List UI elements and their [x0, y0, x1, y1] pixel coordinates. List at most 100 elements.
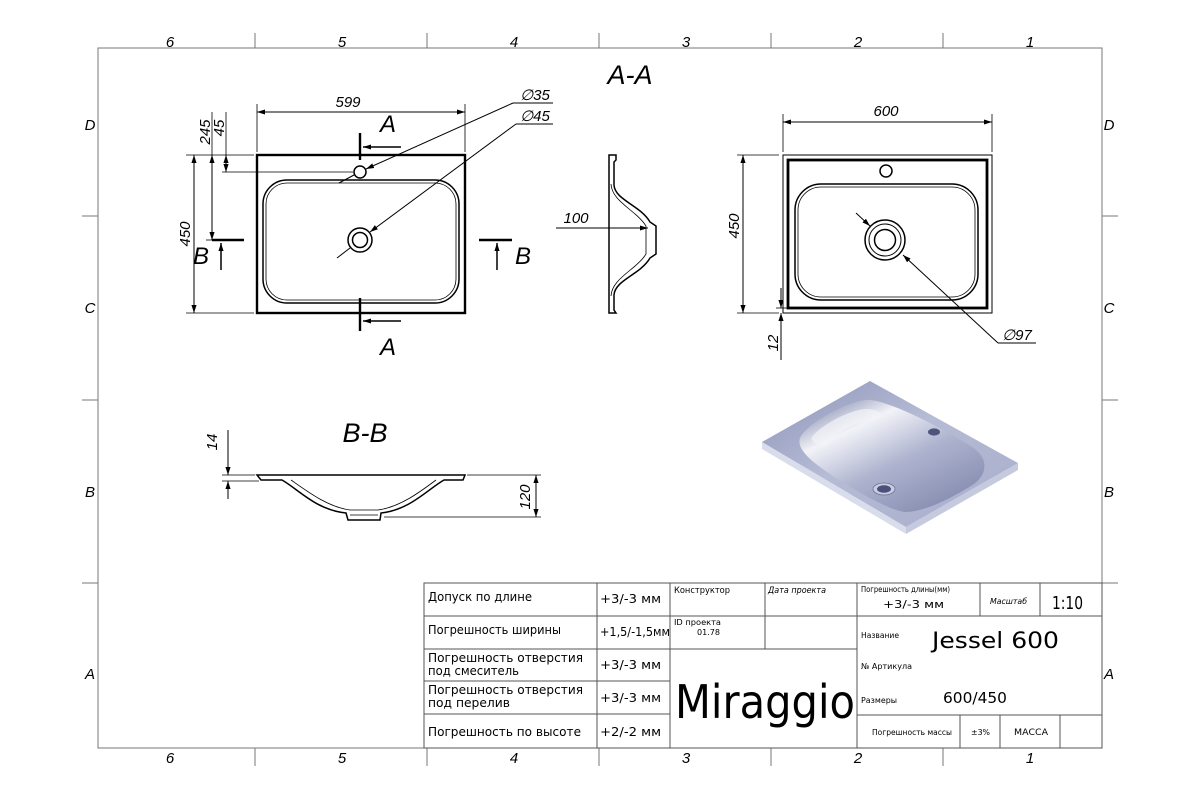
leader-line [336, 247, 351, 259]
column-label: 6 [166, 34, 175, 51]
frame-column-labels-top: 6 5 4 3 2 1 [166, 34, 1034, 51]
dimension-value: ∅35 [520, 87, 550, 104]
dimension-value: 450 [177, 221, 194, 247]
dimension-height: 120 [384, 474, 541, 518]
drain-hole [873, 228, 897, 252]
dimension-value: 599 [335, 94, 361, 111]
drain-inner [351, 231, 369, 249]
plate-outline [255, 153, 467, 315]
row-label: B [85, 484, 95, 501]
column-label: 2 [853, 750, 863, 767]
dimension-value: ∅45 [520, 108, 550, 125]
project-id-label: ID проекта [674, 618, 721, 627]
rim-outline [786, 158, 989, 310]
length-tolerance-label: Погрешность длины(мм) [861, 585, 950, 594]
cut-label-a-bottom: A [378, 334, 396, 361]
dimension-value: 45 [211, 119, 228, 136]
row-label: C [85, 300, 96, 317]
column-label: 6 [166, 750, 175, 767]
render-edge-front [762, 442, 906, 534]
dimension-drain-offset: 245 [197, 112, 215, 241]
name-label: Название [861, 631, 899, 640]
tolerance-label: Погрешность отверстия [428, 683, 583, 697]
tolerance-label: Погрешность отверстия [428, 651, 583, 665]
frame-row-labels-right: D C B A [1103, 117, 1115, 683]
title-block: Допуск по длине +3/-3 мм Погрешность шир… [423, 582, 1103, 749]
frame-row-labels-left: D C B A [84, 117, 96, 683]
dimension-height: 450 [726, 154, 779, 314]
faucet-hole [879, 164, 893, 178]
plan-view-right: 600 450 12 ∅97 [726, 103, 1036, 360]
section-bb-profile [255, 474, 467, 521]
leader-faucet-hole: ∅35 [338, 87, 553, 184]
cut-plane-a: A A [358, 111, 401, 361]
drawing-frame: 6 5 4 3 2 1 6 5 4 3 2 1 D C B A D C B A [82, 33, 1118, 767]
cut-plane-b: B B [193, 238, 531, 270]
row-label: D [85, 117, 96, 134]
tolerance-value: +3/-3 мм [600, 691, 661, 705]
tolerance-value: +1,5/-1,5мм [600, 625, 670, 639]
dimension-value: 600 [873, 103, 899, 120]
article-label: № Артикула [861, 662, 912, 671]
render-bowl-highlight [811, 409, 882, 446]
scale-label: Масштаб [990, 597, 1027, 606]
column-label: 3 [682, 34, 691, 51]
basin-3d-render [762, 381, 1018, 534]
column-label: 3 [682, 750, 691, 767]
tolerance-label: под смеситель [428, 664, 519, 678]
dimension-value: 14 [204, 434, 221, 451]
brand-logo-text: Miraggio [675, 675, 855, 729]
cut-label-b-left: B [193, 243, 209, 270]
column-label: 5 [338, 750, 347, 767]
bowl-outline [262, 179, 460, 304]
section-bb-title: B-B [342, 418, 387, 448]
project-id: 01.78 [697, 628, 720, 637]
bowl-inner-outline [797, 186, 976, 298]
side-section-view: 100 [556, 154, 657, 314]
render-edge-right [906, 463, 1018, 534]
title-block-border [423, 582, 1103, 749]
length-tolerance-value: +3/-3 мм [883, 598, 944, 611]
tolerance-label: Погрешность ширины [428, 623, 561, 637]
dimension-value: 12 [765, 334, 782, 351]
side-profile-outline [608, 154, 657, 314]
dimension-height: 450 [177, 154, 254, 314]
drain-flange [864, 219, 906, 261]
leader-line [369, 123, 517, 233]
section-bb-view: B-B 14 120 [204, 418, 541, 521]
size-value: 600/450 [943, 689, 1007, 707]
leader-drain: ∅45 [336, 108, 553, 259]
bowl-inner-outline [265, 182, 457, 301]
dimension-value: 450 [726, 213, 743, 239]
size-label: Размеры [861, 696, 897, 705]
drain-ring [868, 223, 902, 257]
section-aa-title: A-A [605, 60, 652, 90]
tolerance-value: +2/-2 мм [600, 725, 661, 739]
tolerance-value: +3/-3 мм [600, 592, 661, 606]
tolerance-label: под перелив [428, 696, 510, 710]
bowl-outline [794, 183, 979, 301]
drain-outer [347, 227, 373, 253]
leader-drain-flange: ∅97 [902, 254, 1036, 344]
row-label: B [1104, 484, 1114, 501]
render-faucet-hole [928, 428, 940, 436]
section-bb-inner [290, 479, 437, 511]
dimension-value: 120 [517, 484, 534, 510]
column-label: 1 [1026, 750, 1034, 767]
designer-label: Конструктор [674, 586, 730, 596]
row-label: D [1104, 117, 1115, 134]
plan-view-left: A A B B 599 450 [177, 87, 553, 361]
plate-outline [782, 154, 993, 314]
mass-label: МАССА [1014, 728, 1049, 738]
column-label: 4 [510, 34, 518, 51]
frame-column-labels-bottom: 6 5 4 3 2 1 [166, 750, 1034, 767]
render-drain-hole [877, 485, 891, 493]
leader-line [902, 254, 999, 344]
leader-line [855, 212, 871, 227]
row-label: A [84, 666, 95, 683]
row-label: A [1103, 666, 1114, 683]
cut-label-a-top: A [378, 111, 396, 138]
product-name: Jessel 600 [930, 629, 1059, 654]
leader-line [365, 102, 514, 170]
